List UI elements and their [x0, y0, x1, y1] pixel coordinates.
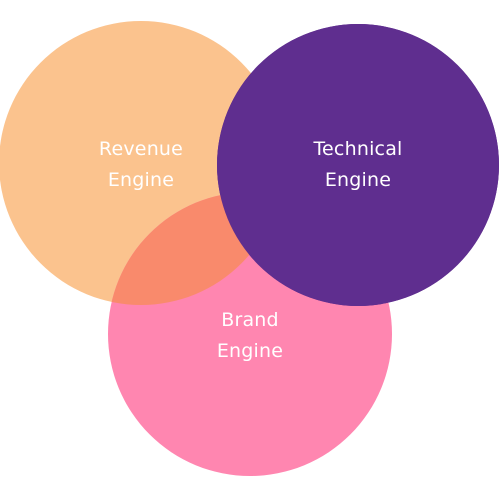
technical-engine-label: Technical Engine: [278, 134, 438, 196]
technical-engine-label-line2: Engine: [324, 169, 392, 191]
revenue-engine-label-line1: Revenue: [98, 138, 184, 160]
technical-engine-circle-front: [217, 24, 499, 306]
revenue-brand-overlap: [108, 192, 283, 305]
technical-engine-label-line1: Technical: [313, 138, 403, 160]
revenue-engine-label-line2: Engine: [107, 169, 175, 191]
revenue-engine-label: Revenue Engine: [61, 134, 221, 196]
brand-engine-label-line2: Engine: [216, 340, 284, 362]
brand-engine-label: Brand Engine: [170, 305, 330, 367]
brand-engine-label-line1: Brand: [221, 309, 279, 331]
